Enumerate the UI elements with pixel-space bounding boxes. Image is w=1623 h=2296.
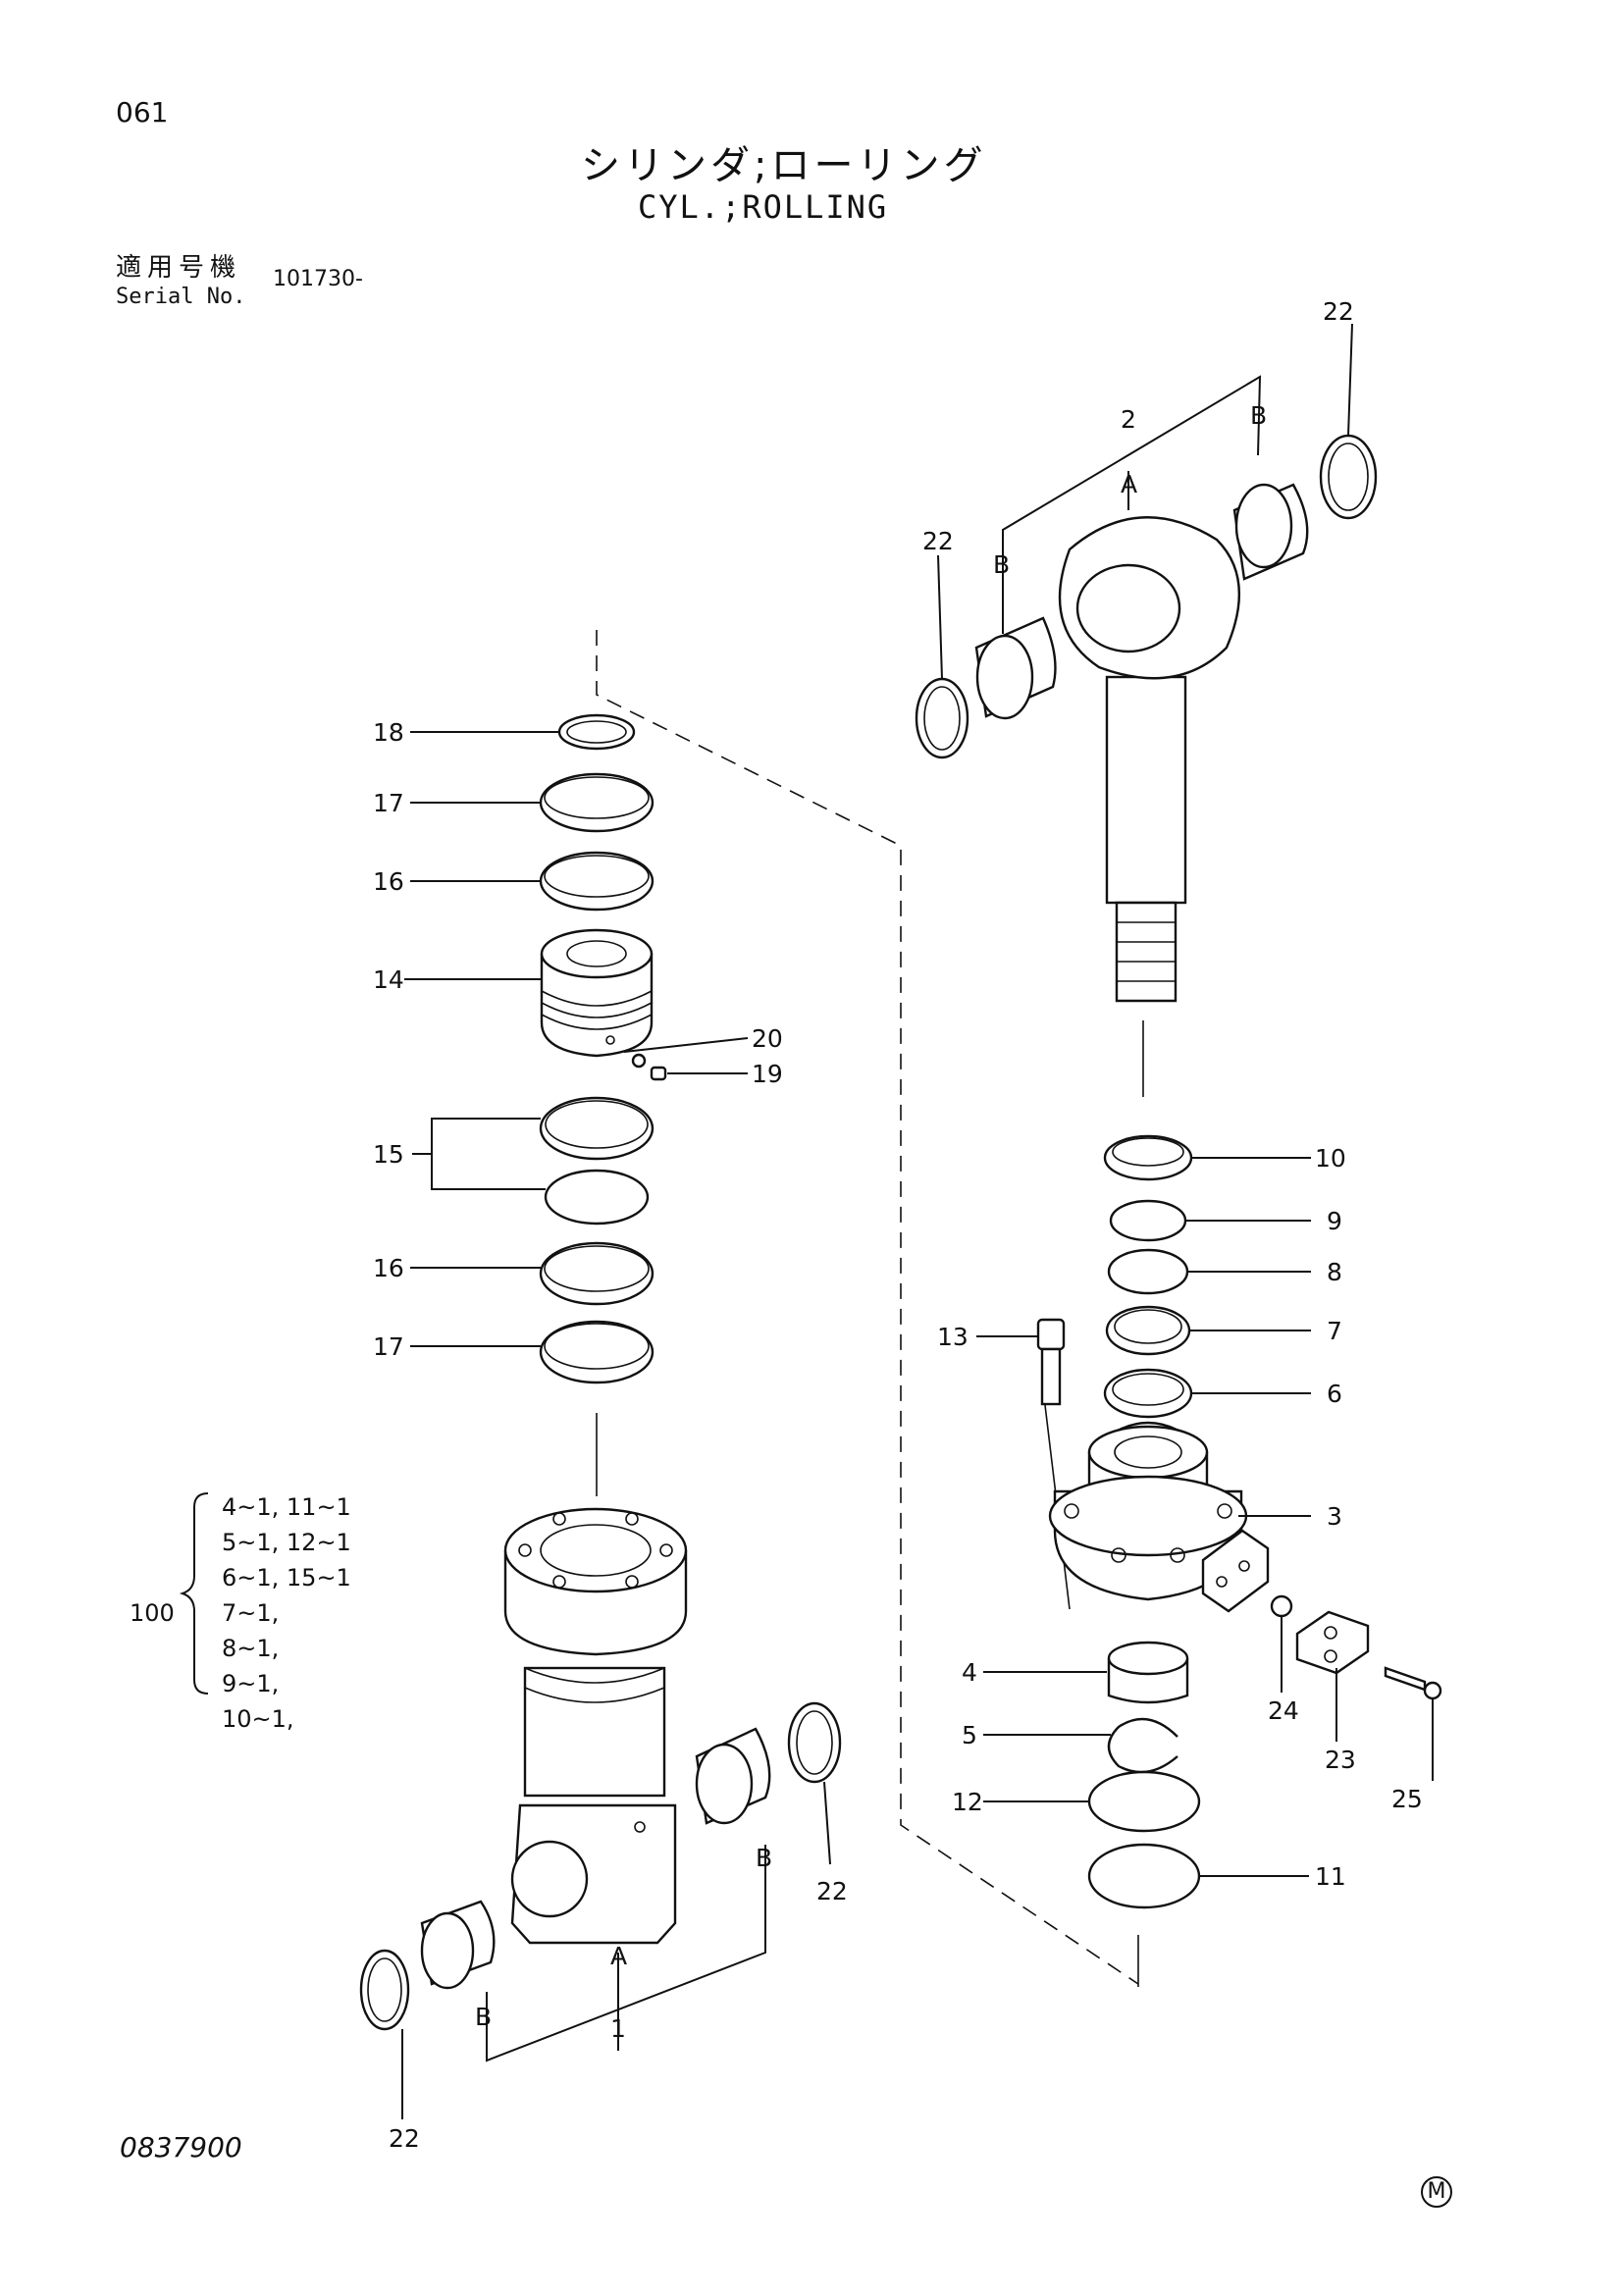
part-22-ring-right-lower (787, 1701, 842, 1784)
kit-row: 9~1, (222, 1670, 280, 1697)
kit-row: 6~1, 15~1 (222, 1564, 351, 1592)
callout-A-upper: A (1121, 470, 1137, 498)
kit-row: 8~1, (222, 1635, 280, 1662)
callout-6: 6 (1327, 1380, 1342, 1408)
part-5-snap-ring (1107, 1717, 1178, 1774)
callout-15: 15 (373, 1140, 404, 1169)
callout-B-upper-right: B (1250, 401, 1267, 430)
kit-number: 100 (130, 1599, 175, 1627)
callout-22-lower-left: 22 (389, 2124, 420, 2153)
part-3-cylinder-head (1048, 1421, 1270, 1613)
callout-2: 2 (1121, 405, 1136, 434)
part-12-ring (1087, 1770, 1201, 1833)
part-1-cylinder-tube (503, 1507, 688, 1945)
part-2-piston-rod (1058, 516, 1241, 1003)
callout-B-lower-left: B (475, 2003, 492, 2031)
callout-8: 8 (1327, 1258, 1342, 1286)
part-18-ring (557, 713, 636, 751)
part-16-ring (539, 851, 654, 912)
kit-row: 7~1, (222, 1599, 280, 1627)
assembly-guide-lines (596, 630, 1144, 1987)
part-bushing-upper-right (1232, 483, 1309, 581)
callout-B-upper-left: B (993, 550, 1010, 579)
callout-B-lower-right: B (756, 1844, 772, 1872)
kit-brace (179, 1492, 209, 1695)
part-bushing-upper-left (974, 616, 1057, 720)
callout-7: 7 (1327, 1317, 1342, 1345)
part-25-bolt (1384, 1666, 1442, 1700)
part-19-set-screw (650, 1066, 667, 1081)
callout-22-lower-right: 22 (816, 1877, 848, 1905)
callout-10: 10 (1315, 1144, 1346, 1173)
callout-11: 11 (1315, 1862, 1346, 1891)
part-23-block (1295, 1610, 1370, 1675)
part-11-ring (1087, 1843, 1201, 1909)
part-7-ring (1105, 1305, 1191, 1356)
part-15-seal-set (539, 1096, 654, 1226)
part-24-o-ring (1270, 1594, 1293, 1618)
callout-14: 14 (373, 965, 404, 994)
part-bushing-right-lower (695, 1727, 771, 1825)
part-bushing-left-lower (420, 1900, 496, 1990)
kit-row: 5~1, 12~1 (222, 1529, 351, 1556)
leader-lines (401, 323, 1434, 2119)
callout-4: 4 (962, 1658, 977, 1687)
page-number: 061 (116, 96, 169, 129)
callout-16: 16 (373, 867, 404, 896)
kit-row: 10~1, (222, 1705, 294, 1733)
callout-16-lower: 16 (373, 1254, 404, 1282)
part-14-piston (540, 928, 654, 1058)
callout-24: 24 (1268, 1696, 1299, 1725)
drawing-number: 0837900 (120, 2131, 242, 2164)
part-8-ring (1107, 1248, 1189, 1295)
part-4-bushing (1107, 1641, 1189, 1704)
part-17-ring (539, 772, 654, 833)
part-20-ball (631, 1053, 647, 1069)
callout-9: 9 (1327, 1207, 1342, 1235)
callout-13: 13 (937, 1323, 969, 1351)
part-16-ring-lower (539, 1241, 654, 1306)
part-9-ring (1109, 1199, 1187, 1242)
part-10-seal (1103, 1134, 1193, 1181)
title-japanese: シリンダ;ローリング (581, 143, 987, 188)
callout-3: 3 (1327, 1502, 1342, 1531)
callout-22-upper-left: 22 (922, 527, 954, 555)
maker-mark: M (1421, 2176, 1452, 2208)
callout-1: 1 (610, 2014, 626, 2043)
callout-25: 25 (1391, 1785, 1423, 1813)
part-6-ring (1103, 1368, 1193, 1419)
callout-22-upper-right: 22 (1323, 297, 1354, 326)
part-13-bolt (1036, 1318, 1066, 1406)
callout-20: 20 (752, 1024, 783, 1053)
part-22-ring-upper-right (1319, 434, 1378, 520)
part-17-ring-lower (539, 1320, 654, 1384)
callout-17-lower: 17 (373, 1332, 404, 1361)
callout-23: 23 (1325, 1746, 1356, 1774)
callout-17: 17 (373, 789, 404, 817)
serial-label-english: Serial No. (116, 285, 246, 309)
part-22-ring-upper-left (915, 677, 969, 759)
callout-19: 19 (752, 1060, 783, 1088)
title-english: CYL.;ROLLING (638, 188, 889, 226)
callout-A-lower: A (610, 1942, 627, 1970)
callout-18: 18 (373, 718, 404, 747)
serial-number-value: 101730- (273, 267, 363, 291)
callout-12: 12 (952, 1788, 983, 1816)
part-22-ring-left-lower (359, 1949, 410, 2031)
serial-label-japanese: 適用号機 (116, 253, 242, 283)
callout-5: 5 (962, 1721, 977, 1749)
kit-row: 4~1, 11~1 (222, 1493, 351, 1521)
